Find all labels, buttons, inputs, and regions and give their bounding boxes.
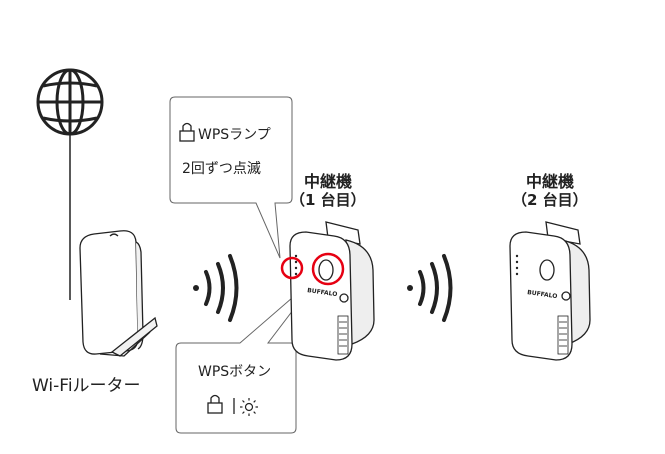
brand-label-2: BUFFALO [527,289,558,300]
repeater1-subtitle: （1 台目） [290,191,366,209]
repeater-device-2 [509,221,591,361]
router-label: Wi-Fiルーター [32,376,141,396]
sun-icon [240,398,258,416]
repeater2-title: 中継機 [526,172,575,191]
router-device [79,230,158,357]
wps-lamp-highlight [280,256,304,280]
repeater2-subtitle: （2 台目） [512,191,588,209]
wps-button-highlight [311,252,345,286]
wps-button-label: WPSボタン [198,364,272,380]
brand-label-1: BUFFALO [307,287,338,298]
globe-icon [36,68,104,136]
lock-icon [179,122,195,142]
wps-lamp-blink-label: 2回ずつ点滅 [182,161,261,177]
wifi-signal-icon [193,254,239,322]
repeater-device-1 [289,221,375,361]
repeater1-title: 中継機 [304,172,353,191]
wps-lamp-label: WPSランプ [198,127,271,143]
lock-icon [207,394,223,414]
callout-wps-lamp [169,96,293,259]
wifi-signal-icon [407,254,453,322]
